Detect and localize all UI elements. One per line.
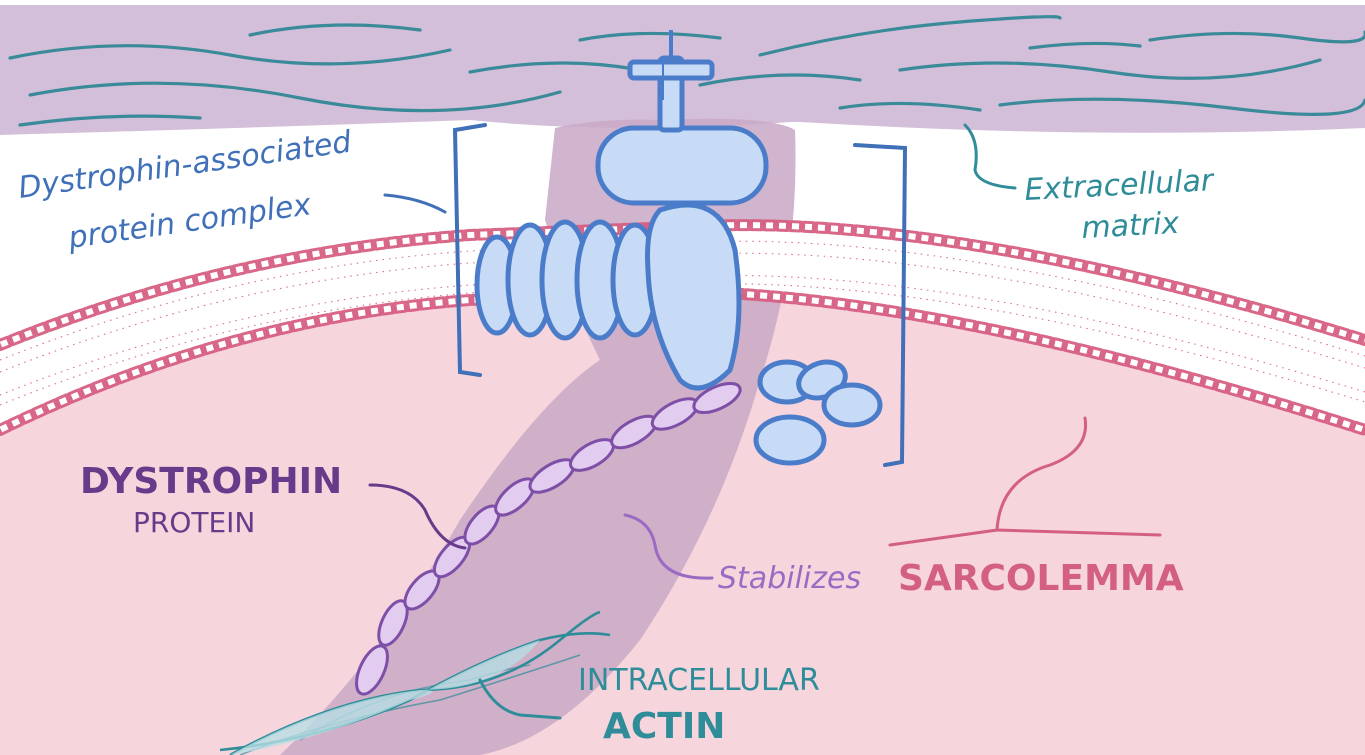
alpha-dystroglycan-head [598, 128, 766, 203]
syntrophin-oval [824, 385, 880, 425]
stabilizes-label: Stabilizes [718, 561, 861, 596]
dystrophin-label-line1: DYSTROPHIN [80, 461, 342, 502]
laminin-crossbar [630, 62, 712, 78]
syntrophin-oval [756, 417, 824, 463]
dystrophin-label-line2: PROTEIN [133, 506, 255, 539]
actin-label-line2: ACTIN [603, 706, 725, 747]
ecm-label-line2: matrix [1081, 206, 1181, 246]
actin-label-line1: INTRACELLULAR [578, 663, 820, 698]
sarcolemma-label: SARCOLEMMA [898, 558, 1184, 599]
